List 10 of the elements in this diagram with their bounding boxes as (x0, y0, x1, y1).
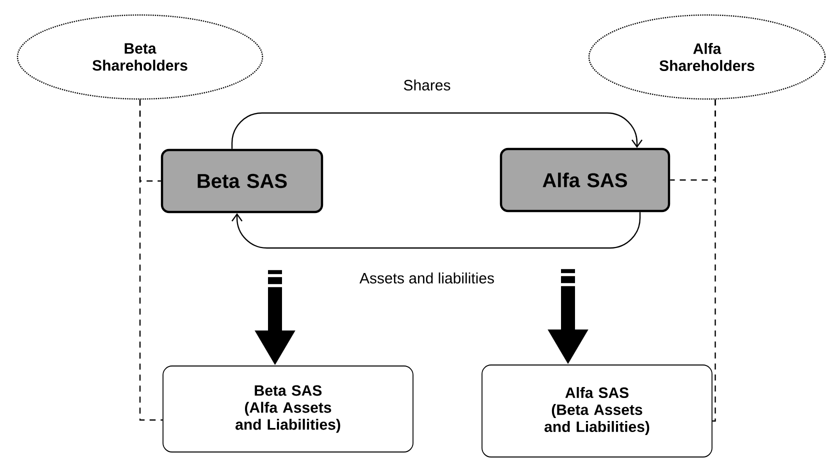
arrow (232, 212, 641, 249)
company-box: Beta SAS (160, 148, 324, 214)
dashed-line (139, 100, 163, 421)
edge-label: Assets and liabilities (358, 272, 496, 285)
arrow (231, 112, 642, 149)
dashed-line (712, 100, 716, 422)
edge-label: Shares (402, 78, 452, 92)
result-box: Beta SAS (Alfa Assets and Liabilities) (162, 366, 414, 452)
company-box: Alfa SAS (500, 148, 670, 212)
result-box: Alfa SAS (Beta Assets and Liabilities) (482, 364, 712, 458)
